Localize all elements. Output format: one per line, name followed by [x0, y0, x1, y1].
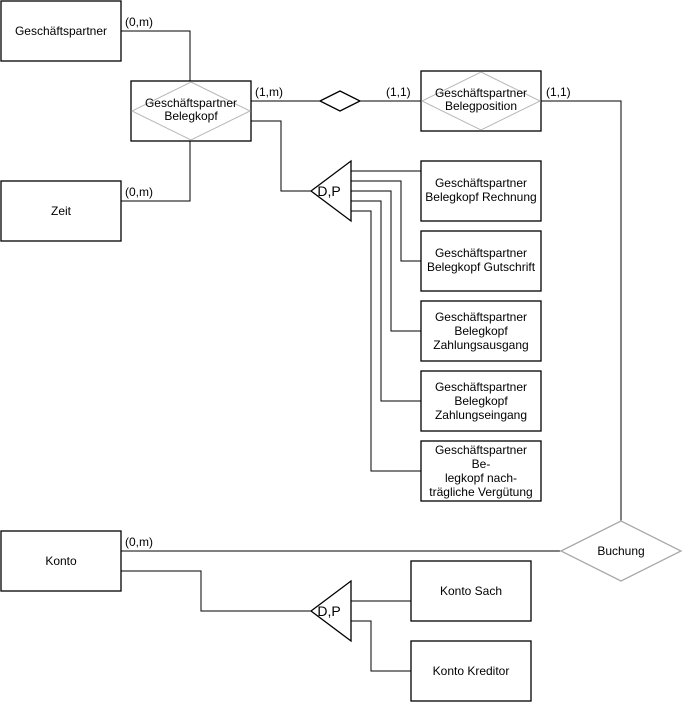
line-gen-verguetung [351, 210, 421, 472]
entity-verguetung[interactable]: Geschäftspartner Be- legkopf nach- trägl… [420, 440, 542, 502]
entity-label: Konto Sach [440, 584, 502, 598]
cardinality-konto-buchung: (0,m) [125, 535, 153, 549]
relationship-diamond-belegposition[interactable] [318, 90, 362, 112]
entity-label-line4: trägliche Vergütung [429, 485, 532, 499]
entity-label-line3: legkopf nach- [445, 471, 517, 485]
entity-zahlungseingang[interactable]: Geschäftspartner Belegkopf Zahlungseinga… [420, 370, 542, 432]
entity-label-line1: Geschäftspartner [435, 86, 527, 100]
generalization-konto[interactable]: D,P [309, 579, 352, 643]
entity-label-line2: Belegposition [445, 99, 517, 113]
entity-label: Konto [45, 554, 77, 568]
entity-label-line1: Geschäftspartner [435, 310, 527, 324]
line-zeit-belegkopf [121, 141, 191, 202]
line-gen-konto-kreditor [351, 620, 411, 672]
entity-gutschrift[interactable]: Geschäftspartner Belegkopf Gutschrift [420, 230, 542, 292]
generalization-label: D,P [317, 183, 340, 199]
line-gen-zahlungseingang [351, 200, 421, 402]
relationship-entity-belegkopf[interactable]: Geschäftspartner Belegkopf [130, 80, 252, 142]
entity-label-line1: Geschäftspartner [435, 380, 527, 394]
entity-konto[interactable]: Konto [0, 530, 122, 592]
entity-label-line2: Belegkopf Gutschrift [427, 260, 536, 274]
entity-geschaeftspartner[interactable]: Geschäftspartner [0, 0, 122, 62]
entity-zeit[interactable]: Zeit [0, 180, 122, 242]
line-gen-zahlungsausgang [351, 190, 421, 332]
line-konto-gen [121, 570, 311, 612]
generalization-label: D,P [317, 603, 340, 619]
line-belegkopf-gen [251, 120, 311, 192]
entity-label: Konto Kreditor [433, 664, 510, 678]
entity-label: Geschäftspartner [15, 24, 107, 38]
entity-label-line1: Geschäftspartner [145, 96, 237, 110]
cardinality-labels: (0,m) (0,m) (1,m) (1,1) (1,1) (0,m) [125, 15, 571, 549]
entity-label-line2: Belegkopf [454, 324, 508, 338]
cardinality-zeit-belegkopf: (0,m) [125, 185, 153, 199]
entity-label-line1: Geschäftspartner [435, 246, 527, 260]
line-gp-belegkopf [121, 30, 191, 81]
generalization-belegkopf[interactable]: D,P [309, 159, 352, 223]
cardinality-belegkopf-rel: (1,m) [255, 85, 283, 99]
entity-label-line1: Geschäftspartner [435, 176, 527, 190]
line-belegposition-buchung [541, 100, 622, 521]
entity-konto-kreditor[interactable]: Konto Kreditor [410, 640, 532, 702]
cardinality-rel-belegposition: (1,1) [386, 85, 411, 99]
line-gen-gutschrift [351, 180, 421, 262]
entity-label-line2: Belegkopf Rechnung [425, 190, 536, 204]
entity-zahlungsausgang[interactable]: Geschäftspartner Belegkopf Zahlungsausga… [420, 300, 542, 362]
entity-belegposition[interactable]: Geschäftspartner Belegposition [420, 70, 542, 132]
entity-label-line2: Belegkopf [164, 109, 218, 123]
connector-lines [121, 30, 622, 672]
entity-label-line1: Geschäftspartner [435, 443, 527, 457]
entity-konto-sach[interactable]: Konto Sach [410, 560, 532, 622]
entity-label: Zeit [51, 204, 72, 218]
entity-rechnung[interactable]: Geschäftspartner Belegkopf Rechnung [420, 160, 542, 222]
cardinality-gp-belegkopf: (0,m) [125, 15, 153, 29]
entity-label-line3: Zahlungsausgang [433, 338, 528, 352]
relationship-label: Buchung [597, 544, 644, 558]
cardinality-belegposition-buchung: (1,1) [546, 85, 571, 99]
entity-label-line3: Zahlungseingang [435, 408, 527, 422]
entity-label-line2: Be- [472, 457, 491, 471]
entity-label-line2: Belegkopf [454, 394, 508, 408]
relationship-buchung[interactable]: Buchung [559, 520, 683, 582]
